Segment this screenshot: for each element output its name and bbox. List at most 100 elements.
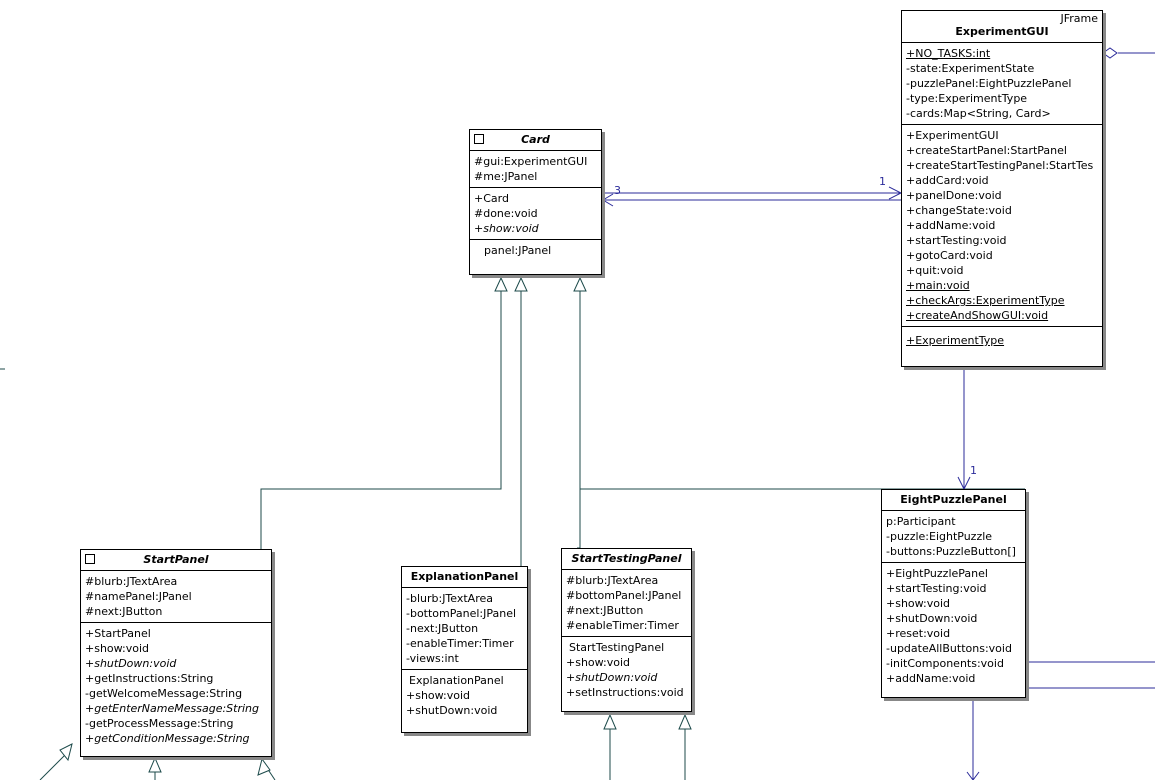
operations-section: +ExperimentGUI +createStartPanel:StartPa… bbox=[902, 124, 1102, 326]
class-start-panel[interactable]: StartPanel #blurb:JTextArea #namePanel:J… bbox=[80, 549, 272, 757]
attributes-section: #gui:ExperimentGUI #me:JPanel bbox=[470, 150, 601, 187]
attribute: -next:JButton bbox=[406, 622, 479, 635]
class-header: StartTestingPanel bbox=[562, 549, 691, 569]
attribute: #blurb:JTextArea bbox=[566, 574, 659, 587]
operation: +createStartTestingPanel:StartTes bbox=[906, 159, 1094, 172]
class-icon bbox=[85, 554, 95, 564]
attribute: +NO_TASKS:int bbox=[906, 47, 991, 60]
attribute: #gui:ExperimentGUI bbox=[474, 155, 588, 168]
gen-arrow-head-7 bbox=[603, 713, 617, 730]
operation: +EightPuzzlePanel bbox=[886, 567, 988, 580]
class-explanation-panel[interactable]: ExplanationPanel -blurb:JTextArea -botto… bbox=[401, 566, 528, 733]
operation: +show:void bbox=[406, 689, 471, 702]
operations-section: ExplanationPanel +show:void +shutDown:vo… bbox=[402, 669, 527, 721]
class-start-testing-panel[interactable]: StartTestingPanel #blurb:JTextArea #bott… bbox=[561, 548, 692, 712]
operation: +changeState:void bbox=[906, 204, 1012, 217]
operation: +panelDone:void bbox=[906, 189, 1002, 202]
attribute: #blurb:JTextArea bbox=[85, 575, 178, 588]
class-header: Card bbox=[470, 130, 601, 150]
operation: +shutDown:void bbox=[406, 704, 498, 717]
class-header: ExplanationPanel bbox=[402, 567, 527, 587]
operation: +reset:void bbox=[886, 627, 951, 640]
operation: +addName:void bbox=[886, 672, 976, 685]
gen-arrow-head-1 bbox=[494, 276, 508, 292]
operations-section: StartTestingPanel +show:void +shutDown:v… bbox=[562, 636, 691, 703]
operation: +startTesting:void bbox=[906, 234, 1007, 247]
operation: +getInstructions:String bbox=[85, 672, 214, 685]
attributes-section: p:Participant -puzzle:EightPuzzle -butto… bbox=[882, 510, 1025, 562]
attribute: -state:ExperimentState bbox=[906, 62, 1035, 75]
class-name: EightPuzzlePanel bbox=[900, 493, 1007, 506]
operation: +show:void bbox=[85, 642, 150, 655]
multiplicity-gui: 1 bbox=[879, 175, 886, 188]
generalization-startpanel-card bbox=[260, 280, 502, 549]
operation: +shutDown:void bbox=[566, 671, 658, 684]
class-name: StartTestingPanel bbox=[571, 552, 682, 565]
operation: -getProcessMessage:String bbox=[85, 717, 234, 730]
attribute: -views:int bbox=[406, 652, 459, 665]
class-name: StartPanel bbox=[143, 553, 209, 566]
attribute: -buttons:PuzzleButton[] bbox=[886, 545, 1016, 558]
operation: +show:void bbox=[474, 222, 539, 235]
attribute: p:Participant bbox=[886, 515, 956, 528]
class-header: StartPanel bbox=[81, 550, 271, 570]
gen-arrow-head-8 bbox=[678, 713, 692, 730]
operation: +setInstructions:void bbox=[566, 686, 684, 699]
operation: -initComponents:void bbox=[886, 657, 1004, 670]
operation: -getWelcomeMessage:String bbox=[85, 687, 243, 700]
operation: +addCard:void bbox=[906, 174, 989, 187]
attributes-section: #blurb:JTextArea #namePanel:JPanel #next… bbox=[81, 570, 271, 622]
attribute: -puzzle:EightPuzzle bbox=[886, 530, 993, 543]
operation: +createAndShowGUI:void bbox=[906, 309, 1049, 322]
operation: +shutDown:void bbox=[85, 657, 177, 670]
operation: +main:void bbox=[906, 279, 970, 292]
operation: +addName:void bbox=[906, 219, 996, 232]
operation: +getConditionMessage:String bbox=[85, 732, 250, 745]
multiplicity-card: 3 bbox=[614, 184, 621, 197]
multiplicity-puzzle: 1 bbox=[970, 464, 977, 477]
operations-section: +Card #done:void +show:void bbox=[470, 187, 601, 239]
properties-section: panel:JPanel bbox=[470, 239, 601, 261]
class-header: JFrame ExperimentGUI bbox=[902, 11, 1102, 42]
class-experiment-gui[interactable]: JFrame ExperimentGUI +NO_TASKS:int -stat… bbox=[901, 10, 1103, 367]
class-eight-puzzle-panel[interactable]: EightPuzzlePanel p:Participant -puzzle:E… bbox=[881, 489, 1026, 698]
attribute: -cards:Map<String, Card> bbox=[906, 107, 1051, 120]
operation: +getEnterNameMessage:String bbox=[85, 702, 260, 715]
class-name: ExperimentGUI bbox=[955, 25, 1049, 38]
attribute: -type:ExperimentType bbox=[906, 92, 1028, 105]
operation: +ExperimentGUI bbox=[906, 129, 999, 142]
operation: +show:void bbox=[566, 656, 631, 669]
class-name: Card bbox=[521, 133, 550, 146]
operation: +quit:void bbox=[906, 264, 964, 277]
attributes-section: -blurb:JTextArea -bottomPanel:JPanel -ne… bbox=[402, 587, 527, 669]
operations-section: +EightPuzzlePanel +startTesting:void +sh… bbox=[882, 562, 1025, 689]
attribute: -bottomPanel:JPanel bbox=[406, 607, 517, 620]
stereotype-label: JFrame bbox=[1060, 12, 1098, 25]
operations-section: +StartPanel +show:void +shutDown:void +g… bbox=[81, 622, 271, 749]
attribute: #namePanel:JPanel bbox=[85, 590, 192, 603]
operation: +checkArgs:ExperimentType bbox=[906, 294, 1065, 307]
operation: StartTestingPanel bbox=[569, 641, 665, 654]
attributes-section: #blurb:JTextArea #bottomPanel:JPanel #ne… bbox=[562, 569, 691, 636]
operation: +startTesting:void bbox=[886, 582, 987, 595]
attribute: #next:JButton bbox=[85, 605, 163, 618]
gen-arrow-head-6 bbox=[257, 757, 271, 776]
attribute: #bottomPanel:JPanel bbox=[566, 589, 682, 602]
operation: +createStartPanel:StartPanel bbox=[906, 144, 1067, 157]
gen-arrow-head-5 bbox=[148, 756, 162, 773]
operation: +shutDown:void bbox=[886, 612, 978, 625]
inner-classes-section: +ExperimentType bbox=[902, 326, 1102, 351]
association-arrowhead-card bbox=[602, 193, 614, 207]
operation: -updateAllButtons:void bbox=[886, 642, 1012, 655]
class-name: ExplanationPanel bbox=[410, 570, 519, 583]
operation: +StartPanel bbox=[85, 627, 151, 640]
attribute: #me:JPanel bbox=[474, 170, 538, 183]
attribute: -enableTimer:Timer bbox=[406, 637, 514, 650]
class-header: EightPuzzlePanel bbox=[882, 490, 1025, 510]
operation: +show:void bbox=[886, 597, 951, 610]
operation: +gotoCard:void bbox=[906, 249, 993, 262]
operation: +Card bbox=[474, 192, 509, 205]
class-card[interactable]: Card #gui:ExperimentGUI #me:JPanel +Card… bbox=[469, 129, 602, 275]
property: panel:JPanel bbox=[484, 244, 552, 257]
operation: ExplanationPanel bbox=[409, 674, 504, 687]
